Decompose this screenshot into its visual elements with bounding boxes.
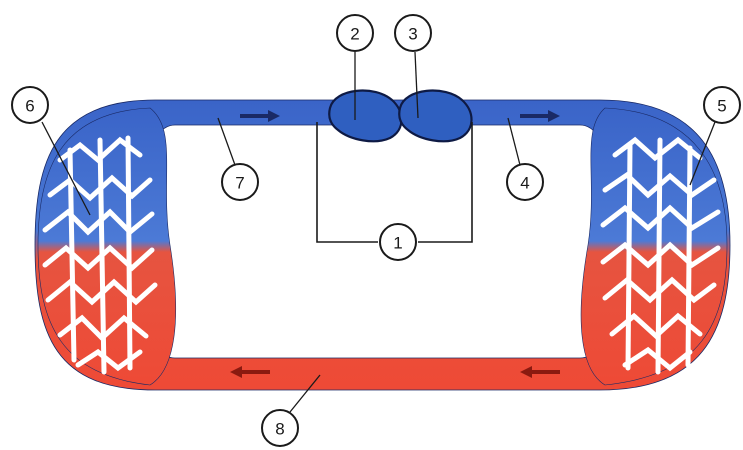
flow-arrow-right-icon [520,110,560,122]
callout-5: 5 [703,86,741,124]
callout-label-4: 4 [520,174,529,193]
callout-7: 7 [221,163,259,201]
leader-lines [41,51,716,413]
callout-label-2: 2 [350,25,359,44]
callout-label-3: 3 [408,25,417,44]
callout-3: 3 [394,14,432,52]
heart [328,89,473,143]
callout-label-8: 8 [275,420,284,439]
heart-bracket [316,122,473,243]
callout-label-7: 7 [235,174,244,193]
callout-8: 8 [261,409,299,447]
callout-2: 2 [336,14,374,52]
callout-4: 4 [506,163,544,201]
capillary-network-left [37,107,177,386]
callout-label-6: 6 [25,97,34,116]
callout-1: 1 [379,223,417,261]
flow-arrow-left-icon [520,366,560,378]
callout-6: 6 [11,86,49,124]
flow-arrow-right-icon [240,110,280,122]
callout-label-5: 5 [717,97,726,116]
capillary-network-right [580,107,728,386]
heart-chamber-left [328,89,403,143]
callout-label-1: 1 [393,234,402,253]
heart-chamber-right [398,89,473,143]
flow-arrow-left-icon [230,366,270,378]
